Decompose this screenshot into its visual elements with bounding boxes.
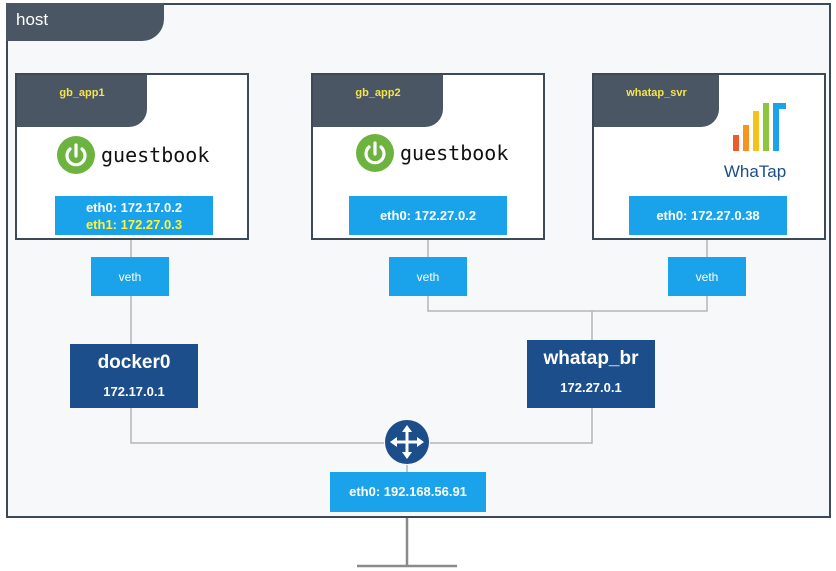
ip-eth0: eth0: 172.17.0.2 bbox=[85, 200, 183, 215]
bridge-ip: 172.17.0.1 bbox=[103, 384, 165, 399]
ip-eth0: eth0: 172.27.0.38 bbox=[656, 208, 760, 223]
whatap-bars-icon bbox=[733, 103, 786, 151]
ip-box-gb-app2: eth0: 172.27.0.2 bbox=[349, 196, 507, 235]
app-name: guestbook bbox=[400, 141, 509, 165]
whatap-logo: WhaTap bbox=[720, 103, 790, 183]
ip-eth0: eth0: 172.27.0.2 bbox=[379, 208, 477, 223]
veth-whatap-svr: veth bbox=[668, 257, 746, 296]
container-label: gb_app1 bbox=[17, 75, 147, 127]
container-label: gb_app2 bbox=[313, 75, 443, 127]
link-docker0-router bbox=[130, 408, 384, 444]
router-icon bbox=[384, 419, 430, 465]
app-name: guestbook bbox=[101, 143, 210, 167]
ip-box-gb-app1: eth0: 172.17.0.2 eth1: 172.27.0.3 bbox=[55, 196, 213, 235]
app-brand: guestbook bbox=[57, 135, 237, 175]
bridge-name: whatap_br bbox=[543, 348, 639, 369]
bridge-ip: 172.27.0.1 bbox=[560, 380, 622, 395]
whatap-wordmark: WhaTap bbox=[723, 162, 787, 181]
ip-eth1: eth1: 172.27.0.3 bbox=[85, 217, 183, 232]
spring-power-icon bbox=[356, 134, 394, 172]
link-whatap-br-router bbox=[430, 408, 593, 444]
ip-box-whatap-svr: eth0: 172.27.0.38 bbox=[629, 196, 787, 235]
host-label: host bbox=[6, 3, 164, 41]
app-brand: guestbook bbox=[356, 133, 536, 173]
veth-gb-app1: veth bbox=[91, 257, 169, 296]
container-label: whatap_svr bbox=[594, 75, 719, 127]
veth-gb-app2: veth bbox=[389, 257, 467, 296]
bridge-name: docker0 bbox=[97, 352, 171, 373]
bridge-docker0: docker0 172.17.0.1 bbox=[70, 344, 198, 408]
spring-power-icon bbox=[57, 136, 95, 174]
host-nic-eth0: eth0: 192.168.56.91 bbox=[330, 472, 486, 512]
link-veths-junction bbox=[427, 296, 708, 312]
bridge-whatap-br: whatap_br 172.27.0.1 bbox=[527, 340, 655, 408]
